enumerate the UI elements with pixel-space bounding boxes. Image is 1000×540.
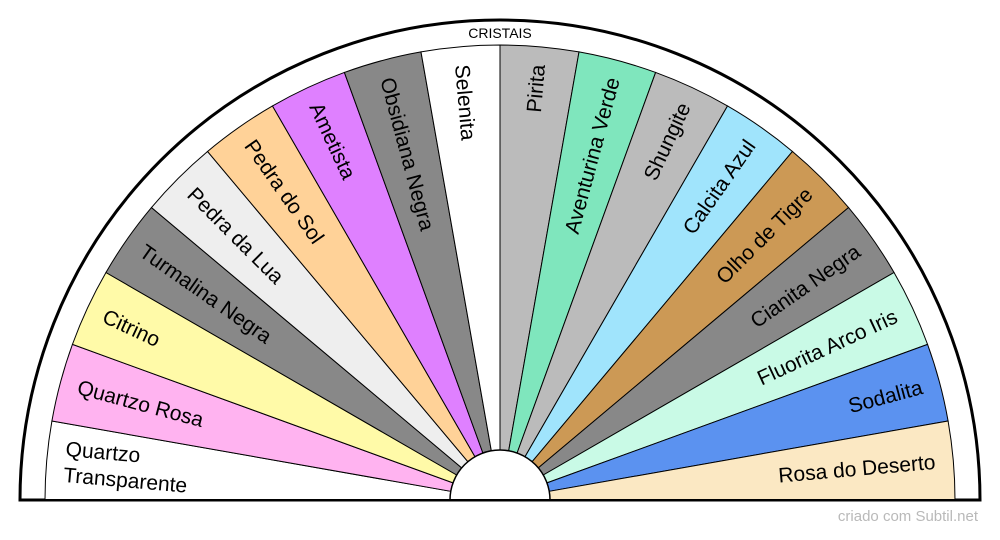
chart-title: CRISTAIS xyxy=(468,25,532,41)
segments-group xyxy=(44,44,956,501)
segment-label-line: Pirita xyxy=(523,63,550,113)
credit-text: criado com Subtil.net xyxy=(837,508,978,525)
center-hub xyxy=(449,449,551,501)
segment-label: Pirita xyxy=(523,63,550,113)
